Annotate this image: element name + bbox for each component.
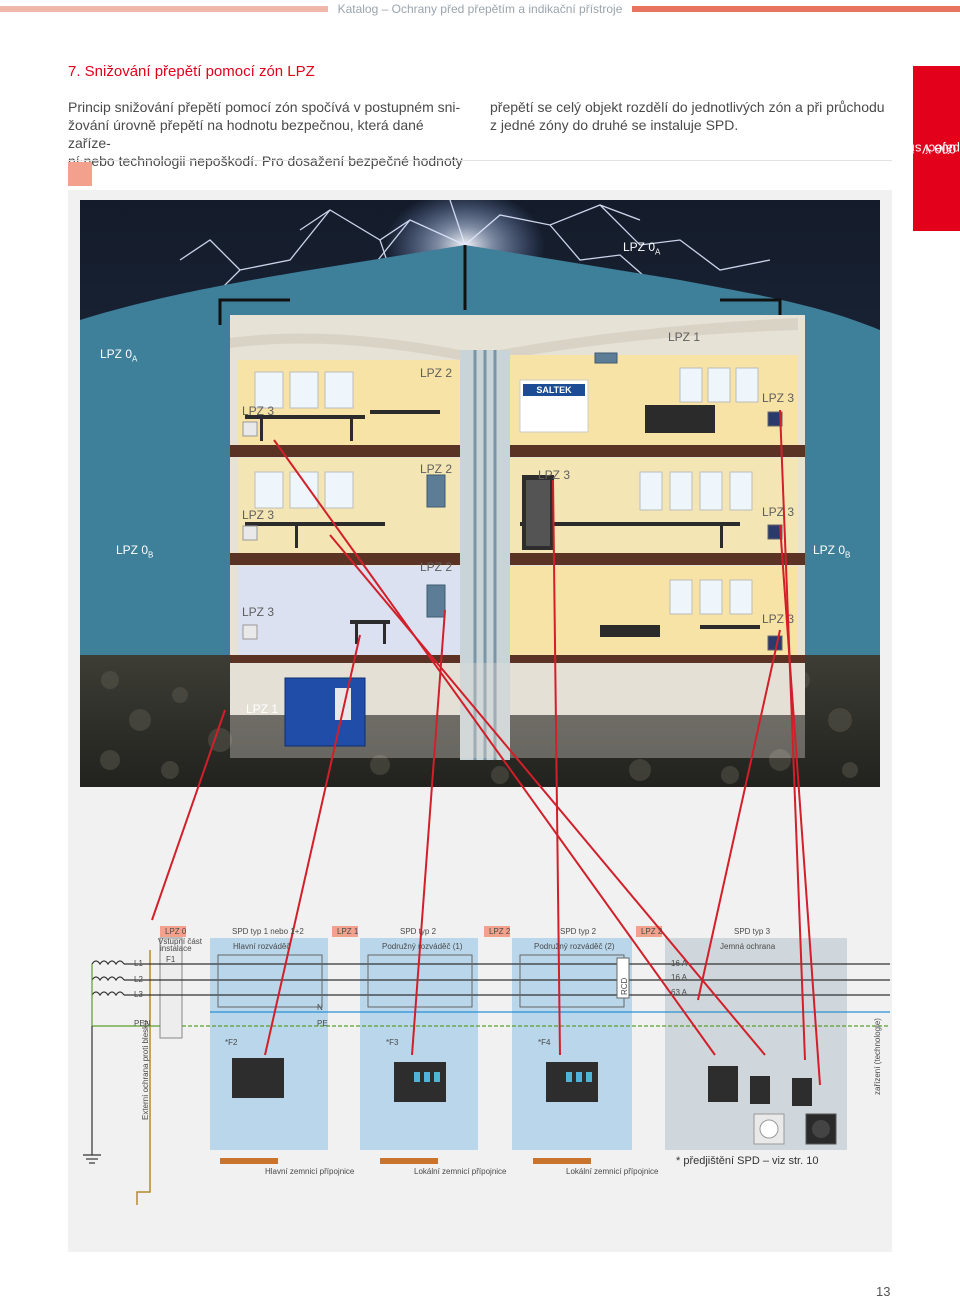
current-label: 16 A (671, 959, 688, 968)
spd-modules (232, 1058, 812, 1106)
zone-tag (160, 926, 186, 937)
input-label: Vstupní část (158, 937, 203, 946)
lpz-label: LPZ 0B (116, 543, 154, 560)
accent-square (68, 162, 92, 186)
saltek-logo: SALTEK (536, 385, 572, 395)
lpz-label: LPZ 0B (813, 543, 851, 560)
zone-tag-label: LPZ 2 (489, 927, 511, 936)
earth-symbol (83, 1154, 101, 1164)
zone-tag (484, 926, 510, 937)
roof-left (230, 333, 460, 360)
sockets (753, 1113, 837, 1145)
fuse-label: *F4 (538, 1038, 551, 1047)
server-rack (522, 475, 554, 550)
zone-tag (636, 926, 662, 937)
saltek-sign: SALTEK (519, 379, 589, 433)
side-tab (913, 66, 960, 231)
lpz-label: LPZ 3 (242, 605, 275, 619)
lpz-label: LPZ 1 (668, 330, 701, 344)
phase-label: L3 (134, 990, 143, 999)
board-label: Podružný rozváděč (2) (534, 942, 615, 951)
rcd-label: RCD (620, 977, 629, 995)
intro-line: Princip snižování přepětí pomocí zón spo… (68, 99, 461, 115)
divider (68, 160, 892, 161)
transformer-coils (91, 960, 125, 997)
wiring-diagram: LPZ 0 LPZ 1 LPZ 2 LPZ 2 SPD typ 1 nebo 1… (83, 409, 890, 1205)
lpz-label: LPZ 2 (420, 366, 453, 380)
spd-indicators (414, 1072, 592, 1082)
intro-line: žování úrovně přepětí na hodnotu bezpečn… (68, 117, 424, 151)
wall-sockets (242, 421, 258, 640)
lpz-label: LPZ 2 (420, 560, 453, 574)
intro-line: ní nebo technologii nepoškodí. Pro dosaž… (68, 153, 463, 169)
spd-type-label: SPD typ 2 (400, 927, 437, 936)
zone-tag-label: LPZ 2 (641, 927, 663, 936)
fuse-label: *F2 (225, 1038, 238, 1047)
lpz-label: LPZ 1 (246, 702, 279, 716)
header-bar-left (0, 6, 328, 12)
section-title: 7. Snižování přepětí pomocí zón LPZ (68, 63, 315, 80)
footnote: * předjištění SPD – viz str. 10 (676, 1155, 819, 1167)
earth-bars (220, 1158, 591, 1164)
zone-box-sub2 (512, 938, 632, 1150)
board-label: Jemná ochrana (720, 942, 776, 951)
riser-cables (473, 350, 497, 760)
zone-tag-label: LPZ 0 (165, 927, 187, 936)
spd-type-label: SPD typ 1 nebo 1+2 (232, 927, 304, 936)
lpz-label: LPZ 2 (420, 462, 453, 476)
lpz-label: LPZ 3 (242, 508, 275, 522)
floor-1-left (238, 566, 460, 656)
windows (254, 367, 759, 615)
lpz-label: LPZ 3 (538, 468, 571, 482)
furniture (245, 405, 760, 644)
intro-column-1: Princip snižování přepětí pomocí zón spo… (68, 98, 470, 170)
device-label: zařízení (technologie) (873, 1018, 882, 1095)
pe-label: PE (317, 1019, 328, 1028)
board-label: Podružný rozváděč (1) (382, 942, 463, 951)
zone-box-main (210, 938, 328, 1150)
main-board (217, 954, 323, 1008)
current-label: 16 A (671, 973, 688, 982)
lightning-protection-label: Externí ochrana proti blesku (141, 1020, 150, 1120)
side-tab-label: Napájecí sítě do1 000 V (882, 141, 960, 156)
phase-label: L2 (134, 975, 143, 984)
catalog-title: Katalog – Ochrany před přepětím a indika… (337, 2, 623, 16)
input-section (159, 937, 183, 1039)
floor-slabs (230, 445, 805, 663)
main-switchboard (284, 677, 366, 747)
intro-line: přepětí se celý objekt rozdělí do jednot… (490, 99, 885, 115)
current-label: 63 A (671, 988, 688, 997)
earth-bar-label: Lokální zemnicí přípojnice (566, 1167, 659, 1176)
n-label: N (317, 1003, 323, 1012)
lpz-label: LPZ 0A (623, 240, 661, 257)
lpz-label: LPZ 3 (242, 404, 275, 418)
earth-bar-label: Lokální zemnicí přípojnice (414, 1167, 507, 1176)
fuse-label: F1 (166, 955, 176, 964)
intro-line: z jedné zóny do druhé se instaluje SPD. (490, 117, 739, 133)
pen-label: PEN (134, 1019, 151, 1028)
header-bar-right (632, 6, 960, 12)
fuse-label: *F3 (386, 1038, 399, 1047)
board-label: Hlavní rozváděč (233, 942, 290, 951)
lpz-label: LPZ 3 (762, 505, 795, 519)
zone-arrows (151, 409, 821, 1086)
earth-bar-label: Hlavní zemnicí přípojnice (265, 1167, 355, 1176)
phase-label: L1 (134, 959, 143, 968)
lpz-label: LPZ 0A (100, 347, 138, 364)
lpz-label: LPZ 3 (762, 391, 795, 405)
zone-tag (332, 926, 358, 937)
distribution-boards (426, 352, 618, 618)
spd-type-label: SPD typ 2 (560, 927, 597, 936)
zone-tag-label: LPZ 1 (337, 927, 359, 936)
page-number: 13 (876, 1284, 891, 1299)
building-illustration: SALTEK (80, 200, 880, 787)
roof-right (500, 318, 798, 360)
intro-column-2: přepětí se celý objekt rozdělí do jednot… (490, 98, 894, 134)
phase-lines (124, 963, 890, 996)
lightning-conductor (136, 950, 151, 1205)
input-label: instalace (160, 944, 192, 953)
spd-type-label: SPD typ 3 (734, 927, 771, 936)
rcd-block (616, 957, 630, 999)
